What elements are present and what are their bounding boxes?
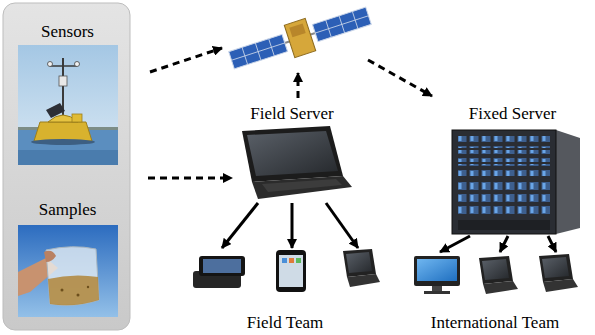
- laptop-lid: [479, 256, 513, 284]
- data-link: [148, 177, 232, 180]
- satellite-link: [150, 48, 222, 72]
- drive-bay: [458, 136, 550, 148]
- data-link: [326, 203, 358, 248]
- sensor-group: Sensors: [10, 20, 148, 185]
- laptop-icon: [479, 256, 518, 294]
- sediment: [87, 286, 89, 288]
- laptop-base: [347, 274, 380, 287]
- satellite-link: [368, 60, 432, 96]
- field-server-node: Field Server: [232, 102, 352, 203]
- node-label: Fixed Server: [440, 104, 585, 124]
- laptop-icon: [343, 249, 380, 287]
- rack-side: [556, 130, 580, 234]
- phone-icon: [193, 256, 245, 288]
- rack-front: [452, 130, 556, 234]
- drive-bay: [458, 164, 550, 176]
- node-label: Field Server: [232, 104, 352, 124]
- satellite-body: [284, 18, 315, 57]
- sample-water: [48, 275, 99, 305]
- data-link: [291, 203, 294, 248]
- data-link: [440, 236, 470, 252]
- buoy-photo: [18, 45, 118, 165]
- sample-group: Samples: [10, 198, 125, 318]
- sediment: [77, 294, 80, 297]
- tablet-body: [276, 250, 306, 292]
- drive-bay: [458, 206, 550, 218]
- buoy-hatch: [72, 114, 82, 122]
- text-block: Sensors: [10, 22, 125, 42]
- text-block: Field Server: [232, 104, 352, 124]
- solar-wing: [229, 34, 288, 68]
- laptop-base: [543, 279, 578, 292]
- text-block: Fixed Server: [440, 104, 585, 124]
- anemometer-cup: [48, 62, 53, 67]
- node-label: International Team: [400, 313, 590, 333]
- sediment: [61, 289, 64, 292]
- tablet-app: [289, 258, 294, 263]
- monitor-stand: [432, 286, 442, 291]
- fixed-server-node: Fixed Server: [440, 102, 585, 236]
- phone-screen: [203, 259, 241, 273]
- monitor-base: [424, 291, 450, 294]
- drive-bay: [458, 192, 550, 204]
- field-team-node: Field Team: [185, 248, 385, 335]
- laptop-icon: [539, 254, 578, 292]
- laptop-screen: [247, 131, 338, 176]
- node-label: Samples: [10, 200, 125, 220]
- buoy-body: [34, 122, 92, 141]
- laptop-lid: [343, 249, 376, 277]
- tablet-icon: [276, 250, 306, 292]
- monitor-screen: [417, 259, 457, 281]
- drive-bay: [458, 178, 550, 190]
- laptop-icon: [242, 126, 352, 199]
- solar-grid: [312, 7, 371, 41]
- photo-sky: [18, 225, 118, 317]
- satellite-icon: [226, 0, 373, 76]
- monitor-frame: [414, 256, 460, 286]
- laptop-lid: [539, 254, 573, 282]
- tablet-app: [282, 258, 287, 263]
- rack-foot: [458, 220, 550, 230]
- anemometer-cup: [75, 62, 80, 67]
- international-team-node: International Team: [400, 252, 590, 335]
- satellite-panel: [289, 23, 305, 37]
- data-link: [222, 203, 258, 248]
- solar-grid: [229, 34, 288, 68]
- laptop-keyboard: [262, 179, 342, 192]
- buoy-crossbar: [50, 65, 77, 67]
- sensor-box: [59, 76, 67, 86]
- drive-bay: [458, 150, 550, 162]
- satellite-link: [297, 73, 300, 98]
- buoy-shadow: [31, 139, 95, 145]
- laptop-screen: [346, 252, 372, 273]
- tablet-app: [296, 258, 301, 263]
- server-rack: [452, 130, 580, 234]
- laptop-screen: [482, 259, 509, 280]
- laptop-base: [483, 281, 518, 294]
- tablet-screen: [279, 255, 303, 287]
- hand-fingers: [44, 251, 56, 262]
- buoy-mast: [62, 58, 64, 122]
- data-link: [548, 236, 556, 252]
- phone-body: [199, 256, 245, 276]
- laptop-screen: [542, 257, 569, 278]
- photo-sky: [18, 45, 118, 165]
- text-block: Samples: [10, 200, 125, 220]
- data-link: [500, 236, 508, 252]
- monitor-icon: [414, 256, 460, 294]
- text-block: Field Team: [185, 313, 385, 333]
- laptop-base: [252, 176, 352, 199]
- photo-water-dark: [18, 150, 118, 165]
- node-label: Sensors: [10, 22, 125, 42]
- sample-photo: [18, 225, 118, 317]
- laptop-lid: [242, 126, 343, 182]
- text-block: International Team: [400, 313, 590, 333]
- source-panel: [3, 3, 130, 330]
- node-label: Field Team: [185, 313, 385, 333]
- solar-wing: [312, 7, 371, 41]
